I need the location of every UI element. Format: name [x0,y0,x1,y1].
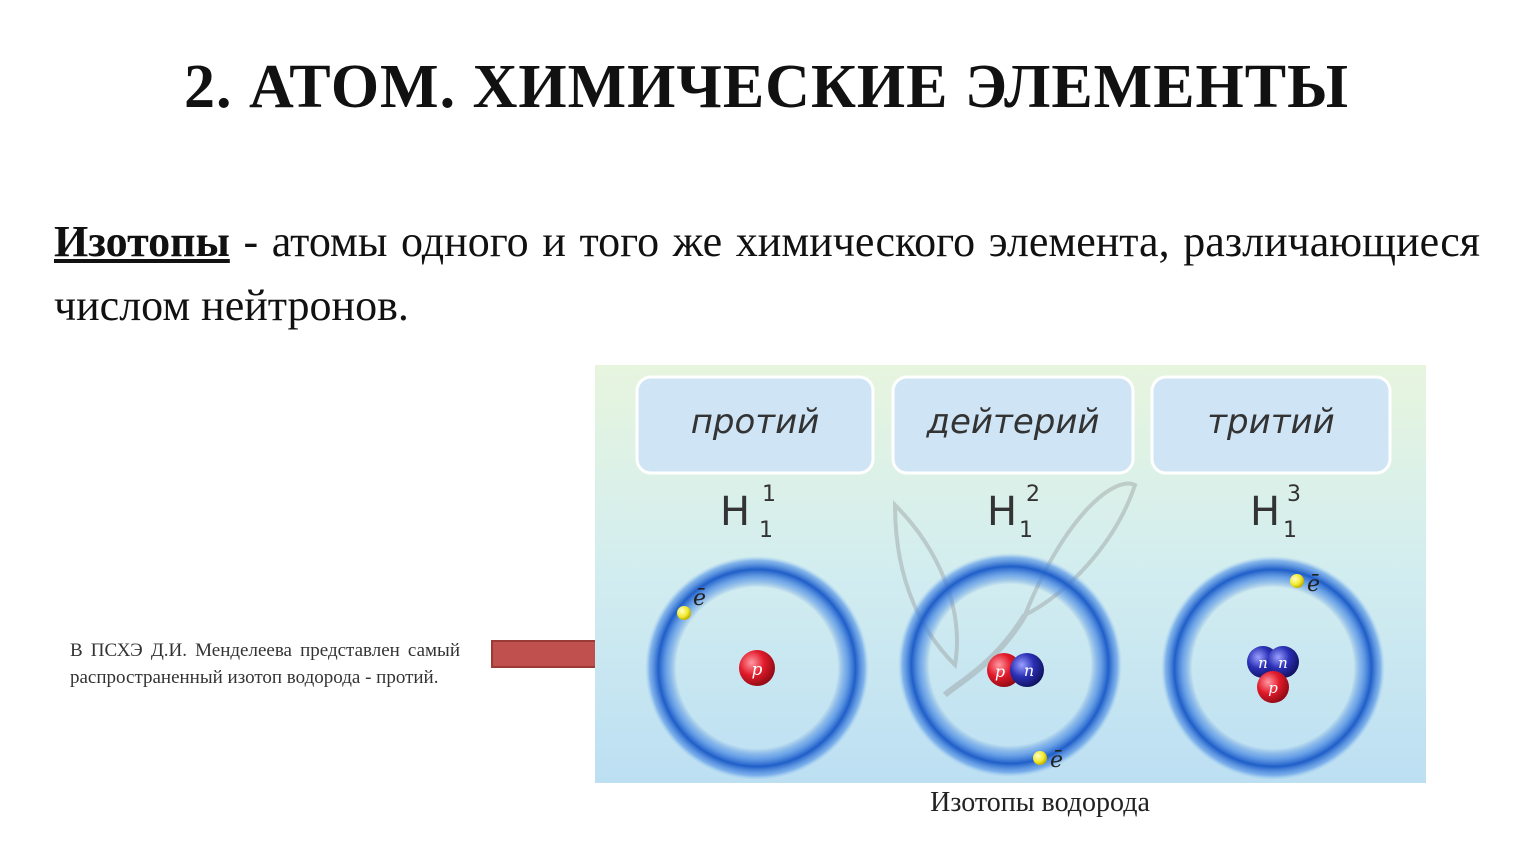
electron-label: ē [1307,572,1320,597]
element-symbol: H [1250,489,1280,535]
proton [739,650,775,686]
neutron-label: n [1024,661,1034,680]
element-symbol: H [987,489,1017,535]
mass-number: 2 [1026,482,1040,507]
neutron [1267,646,1299,678]
slide-title: 2. АТОМ. ХИМИЧЕСКИЕ ЭЛЕМЕНТЫ [183,53,1350,121]
proton-label: p [752,660,763,680]
side-note: В ПСХЭ Д.И. Менделеева представлен самый… [70,640,460,688]
neutron-label: n [1278,654,1288,672]
element-symbol: H [720,489,750,535]
isotope-name-box [635,375,875,475]
atomic-number: 1 [1019,518,1033,543]
definition-text: - атомы одного и того же химического эле… [54,217,1480,330]
isotopes-diagram: протий H 1 1 p ē дейтерий H 2 1 p n ē [595,365,1426,783]
mass-number: 1 [762,482,776,507]
isotope-name: дейтерий [925,402,1099,442]
neutron-label: n [1258,654,1268,672]
isotope-name-box [891,375,1135,475]
isotope-protium: протий H 1 1 p ē [635,375,875,780]
isotope-name-box [1150,375,1392,475]
isotopes-diagram-svg: протий H 1 1 p ē дейтерий H 2 1 p n ē [595,365,1426,783]
proton-label: p [995,662,1005,681]
isotope-tritium: тритий H 3 1 n n p ē [1150,375,1392,780]
diagram-caption: Изотопы водорода [930,787,1150,818]
isotope-deuterium: дейтерий H 2 1 p n ē [891,375,1135,777]
neutron [1010,653,1044,687]
electron-label: ē [1050,748,1063,773]
atomic-number: 1 [759,518,773,543]
mass-number: 3 [1287,482,1301,507]
isotope-name: протий [691,402,820,442]
electron [1290,574,1304,588]
proton-label: p [1268,679,1278,697]
definition-term: Изотопы [54,217,230,266]
isotope-definition: Изотопы - атомы одного и того же химичес… [54,210,1480,338]
electron [1033,751,1047,765]
electron [677,606,691,620]
atomic-number: 1 [1283,518,1297,543]
isotope-name: тритий [1207,402,1334,442]
electron-label: ē [693,586,706,611]
proton [1257,671,1289,703]
